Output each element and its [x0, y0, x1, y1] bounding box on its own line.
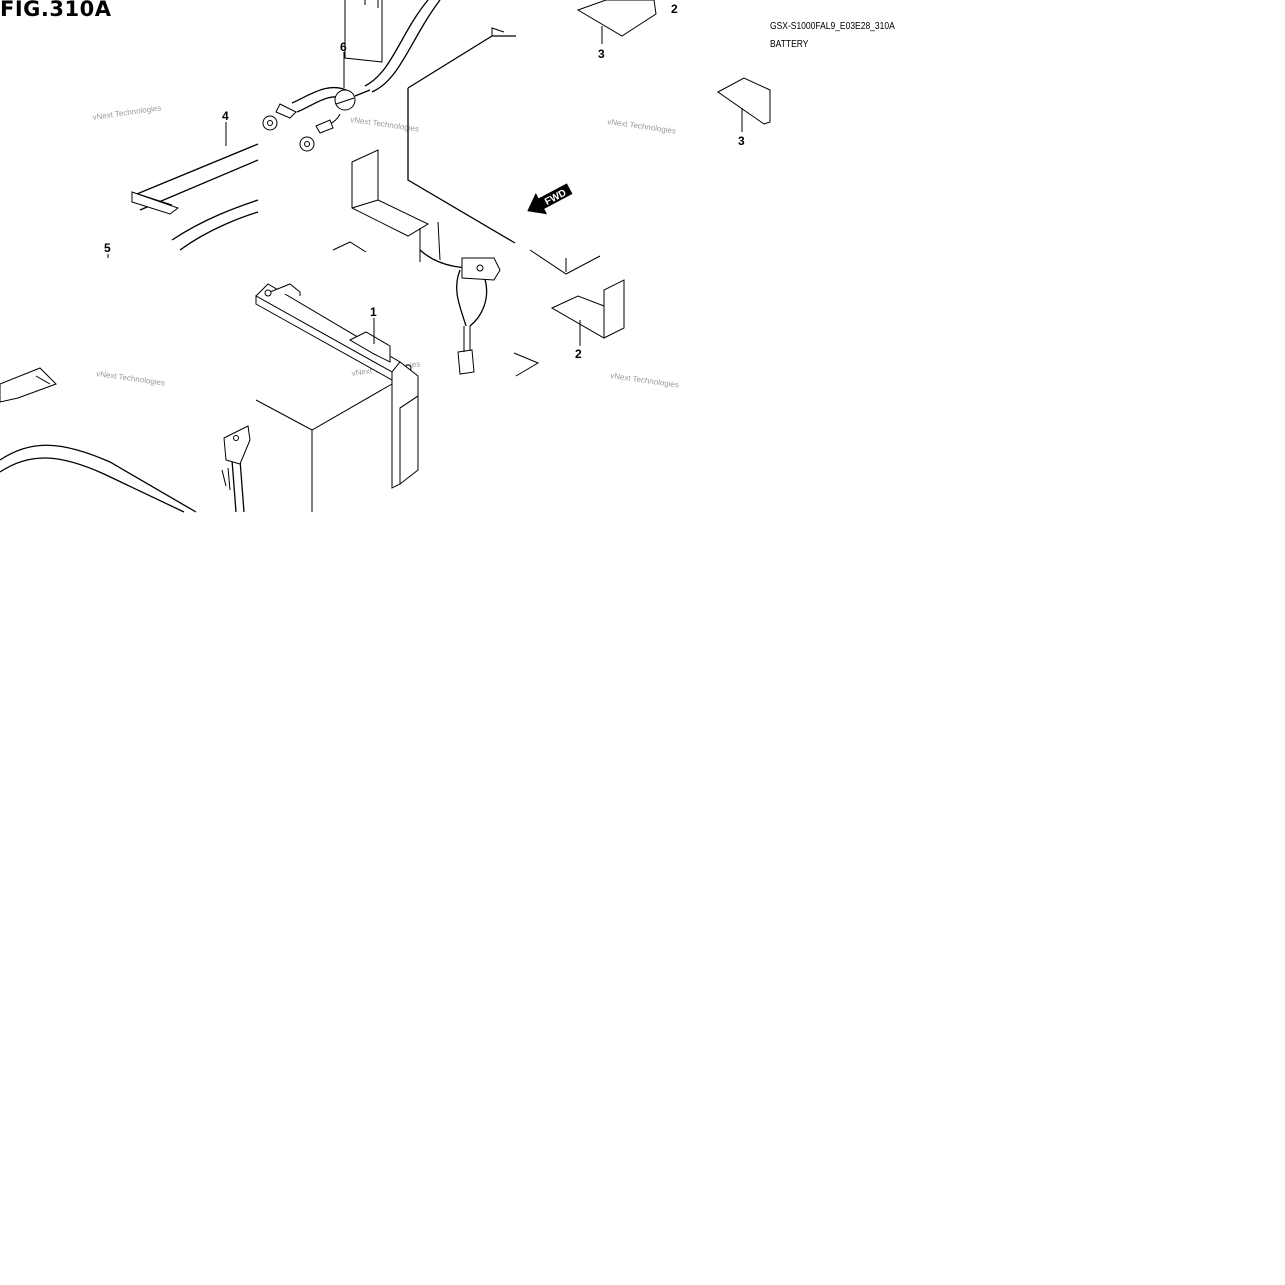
ring-terminal-left — [262, 103, 297, 131]
fwd-label: FWD — [543, 188, 568, 208]
callout-number: 6 — [340, 40, 347, 54]
watermark-text: vNext Technologies — [350, 115, 420, 134]
figure-subtitle: BATTERY — [770, 39, 809, 50]
battery-band-lower — [0, 367, 197, 513]
fwd-arrow: FWD — [527, 183, 573, 215]
ring-terminal-right — [299, 113, 341, 152]
figure-title: FIG.310A — [0, 0, 112, 21]
watermark-text: vNext Technologies — [92, 103, 162, 122]
battery-case-top — [407, 27, 601, 377]
battery-band — [131, 143, 259, 251]
battery-holder-upper — [332, 149, 441, 262]
battery-unit — [255, 283, 419, 512]
watermark-text: vNext Technologies — [607, 117, 677, 136]
callout-number: 1 — [370, 305, 377, 319]
battery-holder-lower — [550, 279, 625, 339]
battery-cable-bundle — [291, 0, 441, 113]
leader-lines — [107, 26, 743, 346]
watermark-text: vNext Technologies — [610, 371, 680, 390]
watermark-text: vNext Technologies — [96, 369, 166, 388]
model-code: GSX-S1000FAL9_E03E28_310A — [770, 21, 895, 32]
callout-number: 2 — [575, 347, 582, 361]
callout-numbers: 1 2 2 3 3 4 5 6 — [104, 2, 745, 361]
callout-number: 2 — [671, 2, 678, 16]
callout-number: 3 — [598, 47, 605, 61]
callout-number: 3 — [738, 134, 745, 148]
tray-pad-right — [717, 77, 771, 125]
callout-number: 4 — [222, 109, 229, 123]
lead-wire-connector — [419, 249, 501, 375]
callout-number: 5 — [104, 241, 111, 255]
tray-pad-top — [576, 0, 657, 37]
lower-terminal-wire — [221, 425, 251, 513]
